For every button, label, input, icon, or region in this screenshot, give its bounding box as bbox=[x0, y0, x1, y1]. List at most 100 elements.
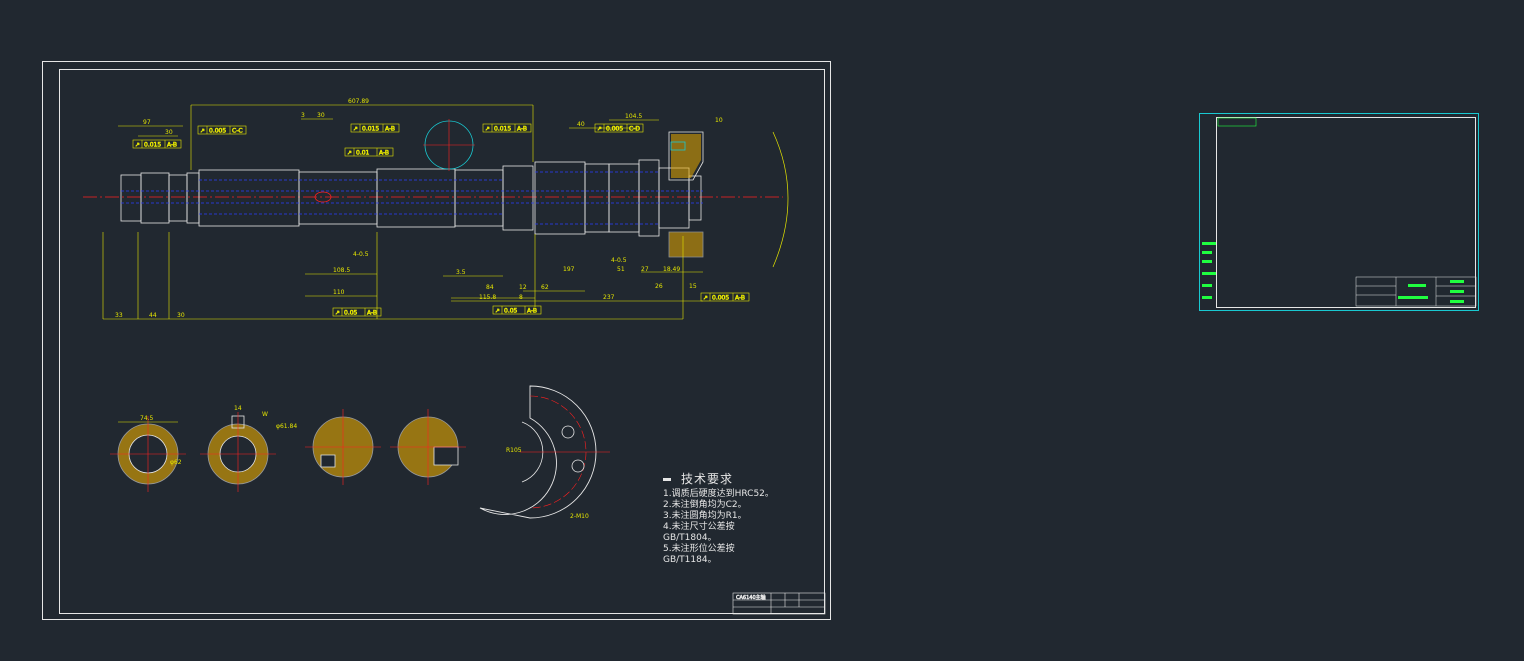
svg-text:0.015: 0.015 bbox=[144, 142, 161, 149]
svg-text:C-C: C-C bbox=[232, 128, 243, 135]
svg-text:↗: ↗ bbox=[335, 310, 340, 317]
dim-1158: 115.8 bbox=[479, 294, 496, 301]
svg-text:↗: ↗ bbox=[597, 126, 602, 133]
svg-text:A-B: A-B bbox=[385, 126, 395, 133]
svg-text:↗: ↗ bbox=[353, 126, 358, 133]
dim-110: 110 bbox=[333, 289, 345, 296]
hidden-lines bbox=[121, 171, 703, 225]
svg-text:0.005: 0.005 bbox=[712, 295, 729, 302]
svg-text:0.015: 0.015 bbox=[362, 126, 379, 133]
shaft-drawing: 607.89 97 30 3 30 40 104.5 10 108.5 110 … bbox=[83, 98, 826, 615]
template-sheet-graphics bbox=[1202, 117, 1477, 307]
tolerance-frame-4: ↗ 0.01 A-B bbox=[344, 147, 394, 157]
dim-overall: 607.89 bbox=[348, 98, 369, 105]
main-drawing-inner-border bbox=[59, 69, 825, 614]
tolerance-frames: ↗ 0.005 C-C ↗ 0.015 A-B ↗ 0.015 A-B ↗ 0.… bbox=[132, 123, 750, 317]
dim-chamfer2: 4-0.5 bbox=[611, 257, 627, 264]
template-title-block bbox=[1355, 276, 1477, 307]
tolerance-frame-2: ↗ 0.015 A-B bbox=[132, 139, 182, 149]
template-side-marks bbox=[1202, 242, 1216, 299]
dim-108: 108.5 bbox=[333, 267, 350, 274]
svg-text:0.05: 0.05 bbox=[504, 308, 518, 315]
arc-dim bbox=[772, 131, 789, 268]
section-b: 14 φ61.84 W bbox=[200, 405, 297, 492]
tolerance-frame-9: ↗ 0.05 A-B bbox=[492, 305, 542, 315]
dim-33: 33 bbox=[115, 312, 123, 319]
dim-197: 197 bbox=[563, 266, 575, 273]
keyway-slot bbox=[314, 191, 332, 203]
template-inner-border bbox=[1216, 117, 1476, 308]
note-line: 1.调质后硬度达到HRC52。 bbox=[663, 489, 774, 499]
svg-text:A-B: A-B bbox=[527, 308, 537, 315]
title-block: CA6140主轴 bbox=[732, 592, 826, 615]
note-line: 3.未注圆角均为R1。 bbox=[663, 511, 747, 521]
dim-35: 3.5 bbox=[456, 269, 466, 276]
section-d bbox=[390, 409, 466, 485]
dim-40: 40 bbox=[577, 121, 585, 128]
dim-10: 10 bbox=[715, 117, 723, 124]
dim-3: 3 bbox=[301, 112, 305, 119]
dim-chamfer1: 4-0.5 bbox=[353, 251, 369, 258]
svg-text:A-B: A-B bbox=[379, 150, 389, 157]
svg-text:A-B: A-B bbox=[517, 126, 527, 133]
technical-notes: 技术要求 1.调质后硬度达到HRC52。 2.未注倒角均为C2。 3.未注圆角均… bbox=[663, 472, 774, 566]
dim-30a: 30 bbox=[165, 129, 173, 136]
svg-text:W: W bbox=[262, 411, 268, 418]
dim-237: 237 bbox=[603, 294, 615, 301]
svg-text:A-B: A-B bbox=[167, 142, 177, 149]
note-line: 5.未注形位公差按 bbox=[663, 544, 735, 554]
svg-text:↗: ↗ bbox=[200, 128, 205, 135]
notes-title: 技术要求 bbox=[681, 472, 734, 486]
svg-text:0.015: 0.015 bbox=[494, 126, 511, 133]
note-line: GB/T1804。 bbox=[663, 533, 717, 543]
svg-text:0.05: 0.05 bbox=[344, 310, 358, 317]
dim-104: 104.5 bbox=[625, 113, 642, 120]
section-e: R105 2-M10 bbox=[479, 385, 610, 520]
section-a: 74.5 φ62 bbox=[110, 415, 186, 492]
template-title-marks bbox=[1398, 280, 1464, 303]
dim-51: 51 bbox=[617, 266, 625, 273]
svg-text:R105: R105 bbox=[506, 447, 522, 454]
dim-12: 12 bbox=[519, 284, 527, 291]
note-line: 4.未注尺寸公差按 bbox=[663, 522, 735, 532]
notes-bullet bbox=[663, 478, 671, 481]
title-block-name: CA6140主轴 bbox=[736, 594, 766, 601]
tolerance-frame-5: ↗ 0.015 A-B bbox=[482, 123, 532, 133]
template-sheet[interactable] bbox=[1199, 113, 1479, 311]
tolerance-frame-1: ↗ 0.005 C-C bbox=[197, 125, 247, 135]
tolerance-frame-6: ↗ 0.005 C-D bbox=[594, 123, 644, 133]
dim-30b: 30 bbox=[317, 112, 325, 119]
note-line: 2.未注倒角均为C2。 bbox=[663, 500, 747, 510]
dim-30c: 30 bbox=[177, 312, 185, 319]
dim-97: 97 bbox=[143, 119, 151, 126]
svg-text:0.005: 0.005 bbox=[606, 126, 623, 133]
dim-1849: 18.49 bbox=[663, 266, 680, 273]
svg-text:↗: ↗ bbox=[135, 142, 140, 149]
main-drawing-sheet[interactable]: 607.89 97 30 3 30 40 104.5 10 108.5 110 … bbox=[42, 61, 831, 620]
template-label-box bbox=[1217, 117, 1257, 127]
svg-text:A-B: A-B bbox=[735, 295, 745, 302]
dim-26: 26 bbox=[655, 283, 663, 290]
svg-text:φ62: φ62 bbox=[170, 459, 182, 466]
note-line: GB/T1184。 bbox=[663, 555, 717, 565]
flange-section bbox=[668, 131, 704, 258]
dim-44: 44 bbox=[149, 312, 157, 319]
svg-text:↗: ↗ bbox=[495, 308, 500, 315]
tolerance-frame-3: ↗ 0.015 A-B bbox=[350, 123, 400, 133]
dim-62: 62 bbox=[541, 284, 549, 291]
dim-84: 84 bbox=[486, 284, 494, 291]
dimension-texts: 607.89 97 30 3 30 40 104.5 10 108.5 110 … bbox=[115, 98, 723, 319]
svg-text:A-B: A-B bbox=[367, 310, 377, 317]
svg-text:↗: ↗ bbox=[485, 126, 490, 133]
svg-text:0.005: 0.005 bbox=[209, 128, 226, 135]
svg-text:74.5: 74.5 bbox=[140, 415, 154, 422]
tolerance-frame-7: ↗ 0.005 A-B bbox=[700, 292, 750, 302]
section-c bbox=[305, 409, 381, 485]
svg-text:↗: ↗ bbox=[347, 150, 352, 157]
svg-text:C-D: C-D bbox=[629, 126, 640, 133]
dim-8: 8 bbox=[519, 294, 523, 301]
svg-text:φ61.84: φ61.84 bbox=[276, 423, 297, 430]
svg-text:0.01: 0.01 bbox=[356, 150, 370, 157]
svg-text:↗: ↗ bbox=[703, 295, 708, 302]
svg-text:2-M10: 2-M10 bbox=[570, 513, 589, 520]
